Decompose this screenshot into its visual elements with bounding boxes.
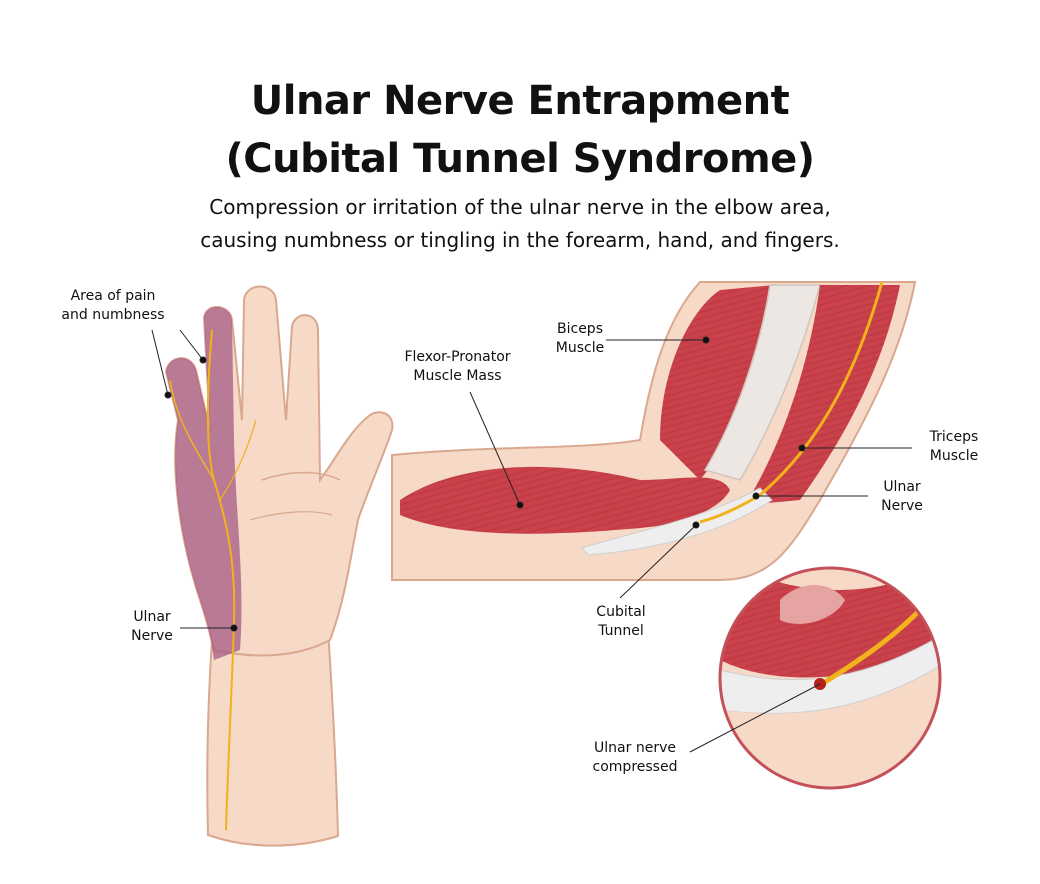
subtitle-line-1: Compression or irritation of the ulnar n…	[209, 195, 831, 219]
arm-illustration	[391, 281, 917, 581]
subtitle-line-2: causing numbness or tingling in the fore…	[200, 228, 840, 252]
arm-ulnar-nerve	[699, 281, 884, 524]
hand-forearm	[206, 628, 340, 847]
leader-lines	[151, 329, 912, 753]
hand-illustration	[164, 285, 394, 847]
label-biceps: Biceps Muscle	[555, 321, 605, 356]
title-line-1: Ulnar Nerve Entrapment	[250, 78, 790, 124]
label-flexor-pronator: Flexor-Pronator Muscle Mass	[404, 349, 511, 384]
numbness-area	[166, 306, 242, 660]
label-cubital-tunnel: Cubital Tunnel	[596, 604, 646, 639]
label-nerve-compressed: Ulnar nerve compressed	[592, 740, 678, 775]
label-pain-area: Area of pain and numbness	[61, 288, 165, 323]
cubital-tunnel-tendon	[581, 487, 773, 556]
zoom-inset	[718, 566, 942, 790]
title-line-2: (Cubital Tunnel Syndrome)	[225, 136, 815, 182]
label-arm-ulnar-nerve: Ulnar Nerve	[881, 479, 923, 514]
label-triceps: Triceps Muscle	[929, 429, 979, 464]
label-hand-ulnar-nerve: Ulnar Nerve	[131, 609, 173, 644]
hand-ulnar-nerve	[206, 329, 236, 831]
humerus-bone	[703, 284, 821, 481]
